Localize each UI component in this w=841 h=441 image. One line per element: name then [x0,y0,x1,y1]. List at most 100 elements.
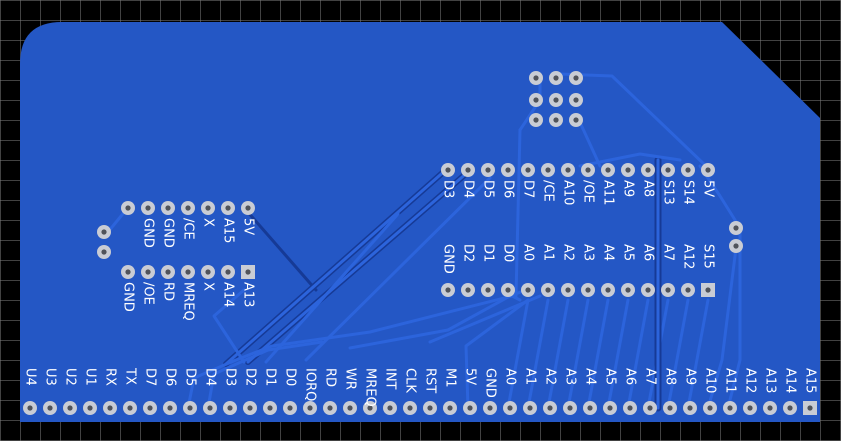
bottom-pin-label: TX [123,367,138,385]
center-bottom-pin-label: A0 [521,244,536,261]
bottom-pin-pad [103,401,117,415]
bottom-pin-label: U2 [63,368,78,386]
bottom-pin-label: D5 [183,368,198,386]
center-top-pin-pad [621,163,635,177]
left-bottom-pin-pad [161,265,175,279]
center-top-pin-pad [681,163,695,177]
left-top-pin-pad [141,201,155,215]
left-top-pin-pad [181,201,195,215]
left-bottom-pin-label: RD [161,282,176,301]
center-top-pin-label: D7 [521,180,536,198]
bottom-pin-pad [83,401,97,415]
left-top-pin-pad [201,201,215,215]
bottom-pin-pad [683,401,697,415]
copper-traces [106,72,742,412]
bottom-pin-label: 5V [463,368,478,385]
center-bottom-pin-pad [461,283,475,297]
center-top-pin-pad [661,163,675,177]
left-top-pin-label: /CE [181,218,196,240]
left-top-pin-label: GND [161,218,176,248]
center-top-pin-label: /CE [541,180,556,202]
left-top-pin-pad [161,201,175,215]
jumper-pin-pad [569,93,583,107]
center-top-pin-label: /OE [581,180,596,203]
bottom-pin-pad [23,401,37,415]
bottom-pin-label: M1 [443,368,458,388]
bottom-pin-label: WR [343,368,358,390]
center-bottom-pin-label: GND [441,244,456,274]
bottom-pin-pad [623,401,637,415]
bottom-pin-pad [603,401,617,415]
bottom-pin-label: RD [323,368,338,387]
center-top-pin-pad [521,163,535,177]
left-bottom-pin-label: MREQ [181,282,196,321]
bottom-pin-label: A5 [603,368,618,385]
center-bottom-pin-pad [501,283,515,297]
center-bottom-pin-label: A3 [581,244,596,261]
bottom-pin-pad [343,401,357,415]
bottom-pin-label: A6 [623,368,638,385]
left-bottom-pin-pad [201,265,215,279]
bottom-pin-label: INT [383,368,398,390]
bottom-pin-pad [503,401,517,415]
bottom-pin-label: U3 [43,368,58,386]
bottom-pin-pad [383,401,397,415]
center-bottom-pin-pad [661,283,675,297]
center-top-pin-label: D4 [461,180,476,198]
center-bottom-pin-label: A2 [561,244,576,261]
jumper-pin-pad [569,113,583,127]
bottom-pin-pad [183,401,197,415]
bottom-pin-label: A4 [583,368,598,385]
center-bottom-pin-pad [681,283,695,297]
left-top-pin-pad [121,201,135,215]
left-bottom-pin-pad [181,265,195,279]
bottom-pin-label: CLK [403,368,418,393]
center-bottom-pin-label: D1 [481,244,496,262]
bottom-pin-pad [643,401,657,415]
center-bottom-pin-label: D0 [501,244,516,262]
bottom-pin-pad [743,401,757,415]
center-top-pin-label: D5 [481,180,496,198]
center-top-pin-label: A8 [641,180,656,197]
bottom-pin-label: D4 [203,368,218,386]
bottom-pin-pad [423,401,437,415]
bottom-pin-label: GND [483,368,498,398]
center-bottom-pin-label: A4 [601,244,616,261]
center-bottom-pin-pad [701,283,715,297]
bottom-pin-pad [63,401,77,415]
center-top-pin-label: S13 [661,180,676,205]
center-bottom-pin-pad [441,283,455,297]
left-header-bottom-pads [121,265,255,279]
bottom-pin-label: A0 [503,368,518,385]
misc-pin-pad [97,245,111,259]
bottom-pin-pad [143,401,157,415]
bottom-pin-label: D1 [263,368,278,386]
bottom-pin-pad [523,401,537,415]
center-top-pin-label: D6 [501,180,516,198]
bottom-pin-label: D7 [143,368,158,386]
bottom-pin-pad [303,401,317,415]
bottom-pin-pad [223,401,237,415]
center-top-pin-pad [541,163,555,177]
bottom-header-pads [23,401,817,415]
bottom-pin-label: MREQ [363,368,378,407]
misc-pin-pad [729,239,743,253]
board-copper-fill [20,22,820,422]
left-bottom-pin-pad [141,265,155,279]
bottom-pin-pad [543,401,557,415]
bottom-pin-label: A11 [723,368,738,393]
jumper-pin-pad [529,71,543,85]
center-top-pin-pad [601,163,615,177]
bottom-pin-pad [803,401,817,415]
left-top-pin-label: X [201,218,216,227]
jumper-pin-pad [549,71,563,85]
bottom-pin-pad [43,401,57,415]
bottom-pin-pad [283,401,297,415]
center-top-pin-pad [461,163,475,177]
bottom-pin-pad [443,401,457,415]
bottom-pin-pad [703,401,717,415]
left-top-pin-label: GND [141,218,156,248]
